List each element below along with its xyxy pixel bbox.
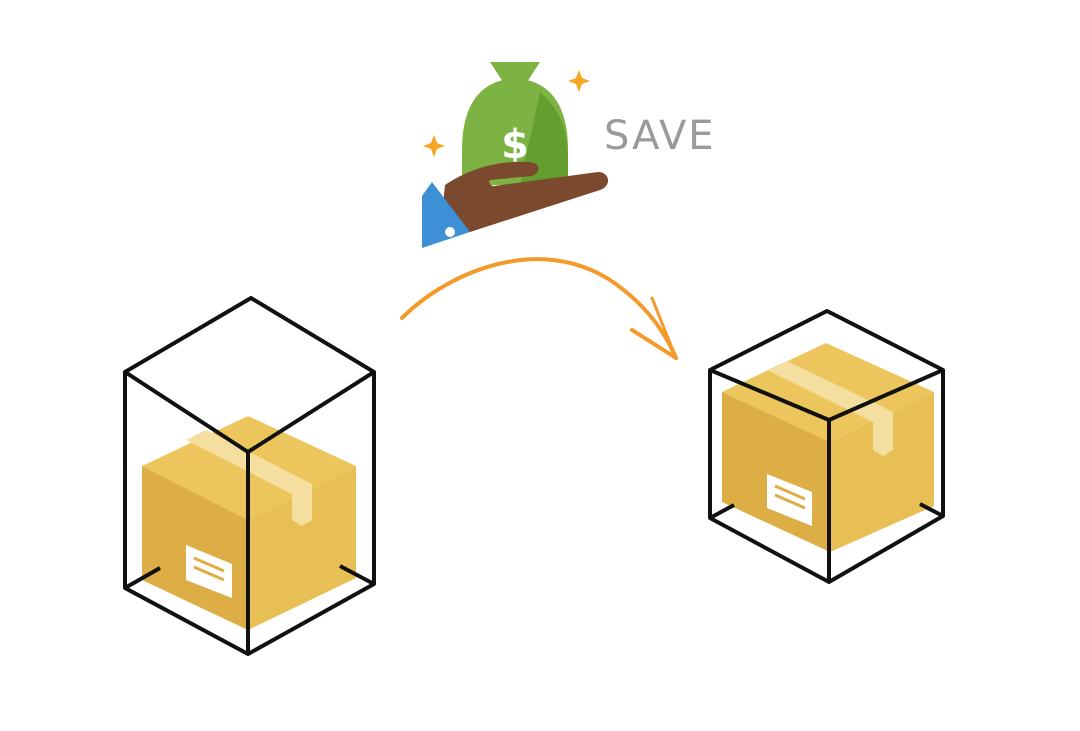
svg-text:$: $: [501, 122, 529, 168]
shipping-label-icon: [767, 474, 812, 526]
money-bag-icon: $: [462, 62, 568, 185]
fitted-box-outline: [708, 309, 945, 584]
hand-icon: [422, 161, 609, 248]
shipping-label-icon: [186, 545, 232, 598]
large-box-outline: [123, 296, 376, 656]
save-label: SAVE: [604, 113, 716, 159]
sparkle-icon: [423, 70, 590, 157]
